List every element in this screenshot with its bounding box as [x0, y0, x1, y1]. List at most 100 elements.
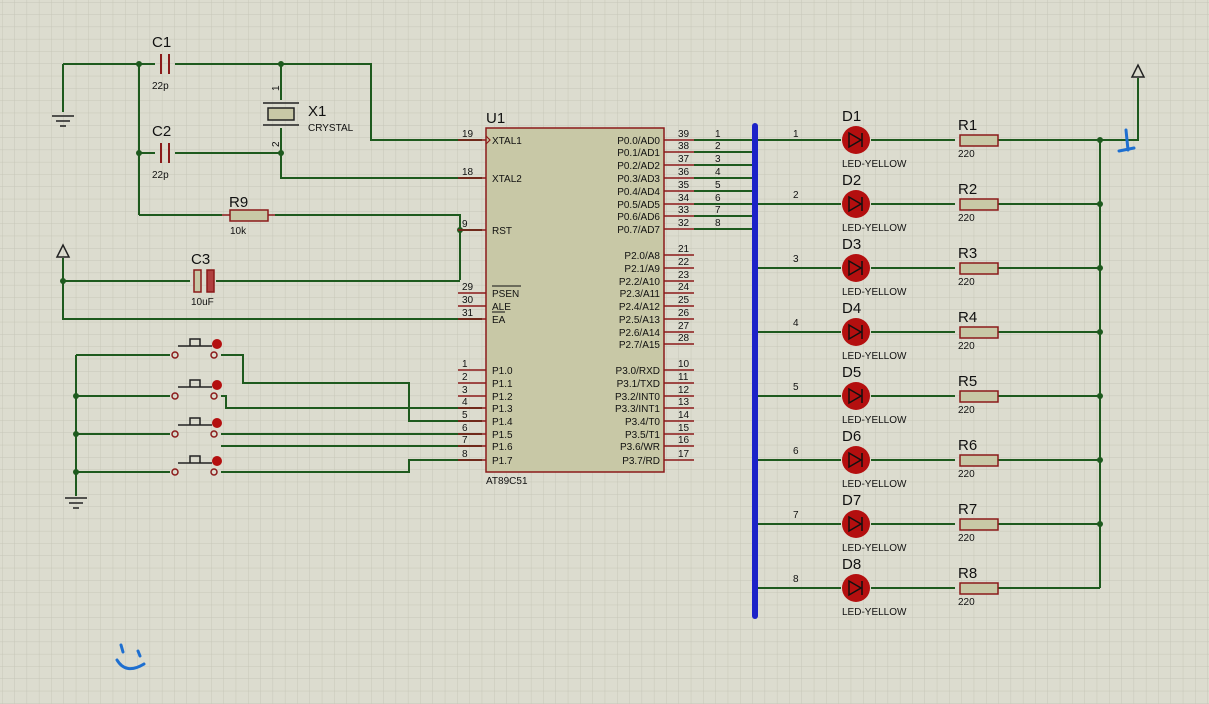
chip-pin-left[interactable]: 1P1.0: [458, 359, 513, 377]
pin-name: P1.1: [492, 379, 513, 390]
capacitor-c3[interactable]: C3 10uF: [191, 251, 215, 308]
pin-name: P0.6/AD6: [617, 212, 660, 223]
pin-number: 37: [678, 154, 690, 165]
push-button[interactable]: [171, 338, 222, 359]
chip-ref: U1: [486, 110, 505, 127]
push-button[interactable]: [171, 417, 222, 438]
c3-ref: C3: [191, 251, 210, 268]
pin-name: P3.1/TXD: [617, 379, 660, 390]
pin-number: 3: [462, 385, 468, 396]
pin-number: 17: [678, 449, 690, 460]
led-diode[interactable]: [842, 190, 870, 218]
capacitor-c1[interactable]: C1 22p: [152, 34, 171, 92]
button-indicator-icon: [212, 339, 222, 349]
chip-body[interactable]: [485, 127, 665, 473]
led-resistor[interactable]: [959, 326, 999, 339]
mcu-u1[interactable]: U1 AT89C51: [485, 110, 665, 487]
power-terminal-right[interactable]: [1130, 63, 1146, 78]
chip-pin-left[interactable]: 3P1.2: [458, 385, 513, 403]
led-resistor[interactable]: [959, 198, 999, 211]
chip-pin-left[interactable]: 6P1.5: [458, 423, 513, 441]
led-diode[interactable]: [842, 254, 870, 282]
pin-name: P2.4/A12: [619, 302, 661, 313]
x1-pin2: 2: [271, 141, 282, 147]
led-diode[interactable]: [842, 510, 870, 538]
pin-name: P0.3/AD3: [617, 174, 660, 185]
bus-wire-label: 2: [715, 141, 721, 152]
chip-pin-left[interactable]: 8P1.7: [458, 449, 513, 467]
resistor-r9[interactable]: R9 10k: [222, 194, 275, 237]
pin-name: P2.0/A8: [624, 251, 660, 262]
chip-pin-left[interactable]: 7P1.6: [458, 435, 513, 453]
push-buttons: [171, 338, 222, 476]
pin-number: 9: [462, 219, 468, 230]
led-diode[interactable]: [842, 382, 870, 410]
pin-number: 1: [462, 359, 468, 370]
led-resistor[interactable]: [959, 518, 999, 531]
led-resistor[interactable]: [959, 454, 999, 467]
led-resistor[interactable]: [959, 134, 999, 147]
led-ref: D6: [842, 428, 861, 445]
led-resistor[interactable]: [959, 262, 999, 275]
pin-number: 2: [462, 372, 468, 383]
pin-name: EA: [492, 315, 506, 326]
led-diode[interactable]: [842, 318, 870, 346]
capacitor-c2[interactable]: C2 22p: [152, 123, 171, 181]
led-type: LED-YELLOW: [842, 223, 907, 234]
led-ref: D2: [842, 172, 861, 189]
led-diode[interactable]: [842, 446, 870, 474]
push-button[interactable]: [171, 455, 222, 476]
pin-number: 22: [678, 257, 690, 268]
led-resistor[interactable]: [959, 582, 999, 595]
push-button[interactable]: [171, 379, 222, 400]
led-diode[interactable]: [842, 574, 870, 602]
ground-terminal-left[interactable]: [52, 115, 74, 127]
pin-name: P1.4: [492, 417, 513, 428]
chip-pin-left[interactable]: 5P1.4: [458, 410, 513, 428]
power-terminal-c3[interactable]: [55, 243, 71, 258]
led-diode[interactable]: [842, 126, 870, 154]
resistor-ref: R3: [958, 245, 977, 262]
chip-pin-left[interactable]: 2P1.1: [458, 372, 513, 390]
pin-number: 38: [678, 141, 690, 152]
pin-number: 16: [678, 435, 690, 446]
resistor-ref: R6: [958, 437, 977, 454]
chip-pin-left[interactable]: 4P1.3: [458, 397, 513, 415]
pin-name: P0.4/AD4: [617, 187, 660, 198]
crystal-x1[interactable]: X1 CRYSTAL 1 2: [263, 85, 354, 147]
ground-terminal-buttons[interactable]: [65, 497, 87, 509]
led-resistor[interactable]: [959, 390, 999, 403]
